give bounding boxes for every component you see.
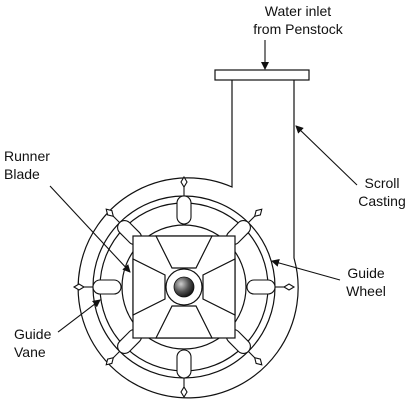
- penstock-flange: [214, 69, 310, 81]
- guide-wheel-inner-ring: [121, 224, 247, 350]
- scroll-casing-outline: [77, 80, 299, 399]
- guide-vane: [72, 279, 122, 295]
- runner-label-line1: Runner: [4, 148, 50, 164]
- wheel-label-line1: Guide: [347, 265, 385, 281]
- vane-label-line2: Vane: [14, 344, 46, 360]
- runner-blade-right: [202, 258, 236, 316]
- runner-blade-arrow: [49, 185, 131, 273]
- wheel-label-line2: Wheel: [346, 283, 386, 299]
- inlet-label-line1: Water inlet: [265, 3, 332, 19]
- leader-lines: [49, 40, 358, 333]
- scroll-arrow: [295, 125, 358, 186]
- runner-label-line2: Blade: [4, 166, 40, 182]
- runner-blade-bottom: [155, 305, 213, 339]
- scroll-label-line2: Casting: [358, 193, 405, 209]
- vane-label-line1: Guide: [14, 326, 52, 342]
- runner-shaft: [173, 276, 195, 298]
- guide-vane: [246, 279, 296, 295]
- guide-wheel-arrow: [271, 259, 341, 281]
- runner-blade-left: [132, 258, 166, 316]
- runner-blade-top: [155, 235, 213, 269]
- scroll-label-line1: Scroll: [364, 175, 399, 191]
- guide-vanes: [72, 175, 296, 399]
- inlet-label-line2: from Penstock: [253, 21, 343, 37]
- guide-vane: [176, 175, 192, 225]
- guide-vane: [176, 349, 192, 399]
- guide-vane-arrow: [57, 299, 101, 333]
- runner: [132, 235, 236, 339]
